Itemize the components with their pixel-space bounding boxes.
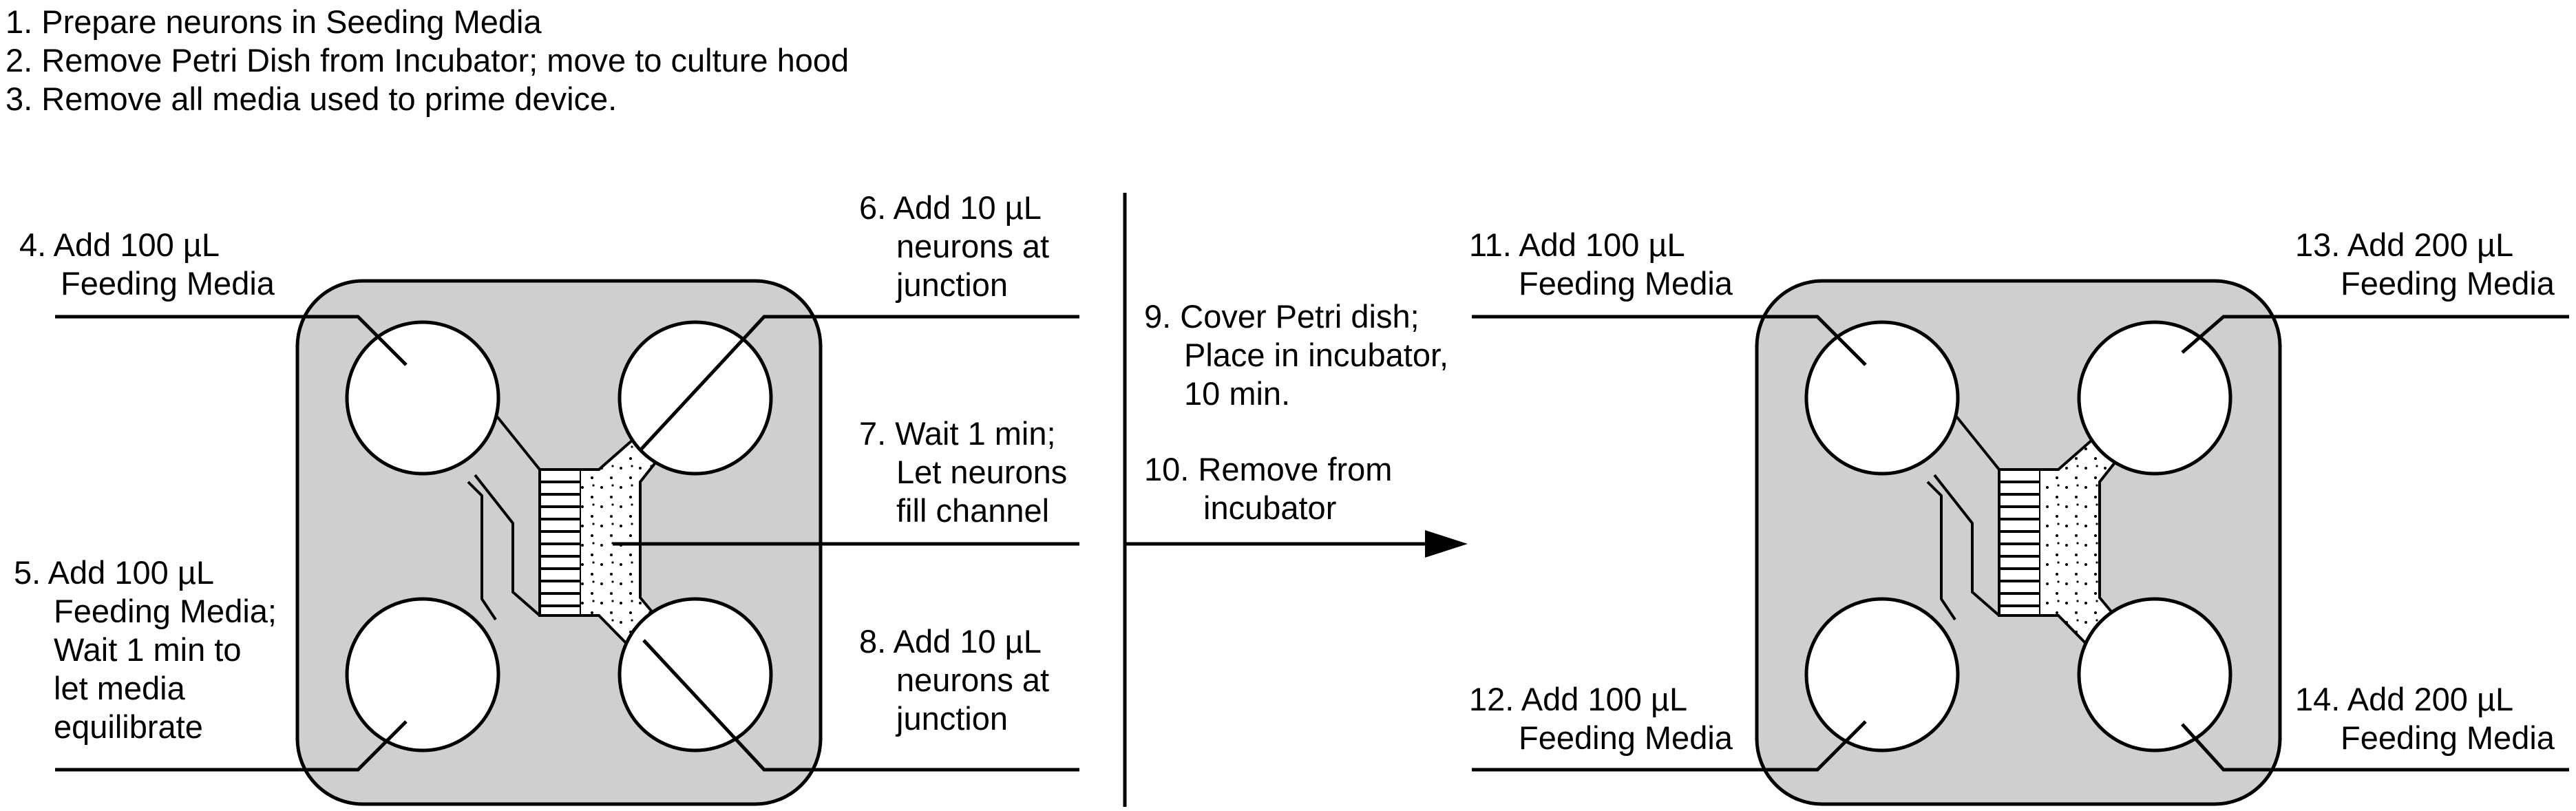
left-pointer-step5 <box>55 720 408 772</box>
header-step-3: 3. Remove all media used to prime device… <box>6 81 617 117</box>
svg-text:5. Add 100 µL: 5. Add 100 µL <box>14 554 214 591</box>
left-pointer-step8 <box>642 639 1079 772</box>
svg-text:junction: junction <box>895 266 1008 303</box>
right-pointer-step11 <box>1472 315 1867 366</box>
svg-text:fill channel: fill channel <box>896 492 1049 529</box>
right-groove-lines <box>1999 481 2040 607</box>
svg-text:equilibrate: equilibrate <box>54 708 203 745</box>
transition-arrow-head <box>1425 530 1468 558</box>
label-step10: 10. Remove from incubator <box>1144 451 1392 526</box>
svg-text:Feeding Media: Feeding Media <box>61 265 275 302</box>
label-step6: 6. Add 10 µL neurons at junction <box>859 189 1049 303</box>
svg-text:Let neurons: Let neurons <box>896 454 1067 490</box>
left-groove-lines <box>540 481 581 607</box>
svg-text:13. Add 200 µL: 13. Add 200 µL <box>2295 227 2513 263</box>
svg-text:let media: let media <box>54 670 186 706</box>
right-pointer-step13 <box>2181 315 2569 354</box>
left-well-top-left <box>345 320 500 476</box>
label-step8: 8. Add 10 µL neurons at junction <box>859 623 1049 737</box>
left-pointer-step6 <box>639 315 1079 452</box>
svg-text:neurons at: neurons at <box>896 228 1049 264</box>
svg-text:Feeding Media;: Feeding Media; <box>54 593 277 629</box>
svg-text:Wait 1 min to: Wait 1 min to <box>54 631 242 668</box>
svg-text:10. Remove from: 10. Remove from <box>1144 451 1392 487</box>
svg-text:4. Add 100 µL: 4. Add 100 µL <box>19 227 220 263</box>
svg-text:Feeding Media: Feeding Media <box>1519 265 1733 302</box>
right-well-bottom-left <box>1804 597 1960 752</box>
header-step-1: 1. Prepare neurons in Seeding Media <box>6 3 542 40</box>
label-step12: 12. Add 100 µL Feeding Media <box>1469 681 1733 756</box>
right-well-top-right <box>2077 320 2232 476</box>
label-step14: 14. Add 200 µL Feeding Media <box>2295 681 2555 756</box>
svg-text:Feeding Media: Feeding Media <box>2341 265 2555 302</box>
label-step9: 9. Cover Petri dish; Place in incubator,… <box>1144 298 1448 412</box>
right-well-bottom-right <box>2077 597 2232 752</box>
left-well-top-right <box>617 320 773 476</box>
svg-text:neurons at: neurons at <box>896 662 1049 698</box>
svg-text:incubator: incubator <box>1203 489 1336 526</box>
label-step7: 7. Wait 1 min; Let neurons fill channel <box>859 415 1067 529</box>
left-well-bottom-left <box>345 597 500 752</box>
svg-text:Feeding Media: Feeding Media <box>1519 719 1733 756</box>
right-well-top-left <box>1804 320 1960 476</box>
label-step4: 4. Add 100 µL Feeding Media <box>19 227 275 302</box>
right-pointer-step14 <box>2181 723 2569 772</box>
svg-text:6. Add 10 µL: 6. Add 10 µL <box>859 189 1042 226</box>
right-device <box>1472 279 2569 806</box>
svg-text:12. Add 100 µL: 12. Add 100 µL <box>1469 681 1687 717</box>
label-step11: 11. Add 100 µL Feeding Media <box>1469 227 1733 302</box>
right-axon-channel <box>1952 412 2000 471</box>
header-steps: 1. Prepare neurons in Seeding Media 2. R… <box>6 3 849 117</box>
svg-text:8. Add 10 µL: 8. Add 10 µL <box>859 623 1042 660</box>
right-pointer-step12 <box>1472 720 1867 772</box>
left-well-bottom-right <box>617 597 773 752</box>
svg-text:Feeding Media: Feeding Media <box>2341 719 2555 756</box>
left-pointer-step4 <box>55 315 408 366</box>
svg-text:Place in incubator,: Place in incubator, <box>1184 337 1448 373</box>
header-step-2: 2. Remove Petri Dish from Incubator; mov… <box>6 42 849 78</box>
left-device <box>55 279 1079 806</box>
svg-text:junction: junction <box>895 700 1008 737</box>
svg-text:14. Add 200 µL: 14. Add 200 µL <box>2295 681 2513 717</box>
svg-text:9. Cover Petri dish;: 9. Cover Petri dish; <box>1144 298 1419 335</box>
svg-text:10 min.: 10 min. <box>1184 375 1290 412</box>
label-step13: 13. Add 200 µL Feeding Media <box>2295 227 2555 302</box>
left-axon-channel <box>493 412 541 471</box>
svg-text:7. Wait 1 min;: 7. Wait 1 min; <box>859 415 1056 452</box>
svg-text:11. Add 100 µL: 11. Add 100 µL <box>1469 227 1685 263</box>
label-step5: 5. Add 100 µL Feeding Media; Wait 1 min … <box>14 554 277 745</box>
